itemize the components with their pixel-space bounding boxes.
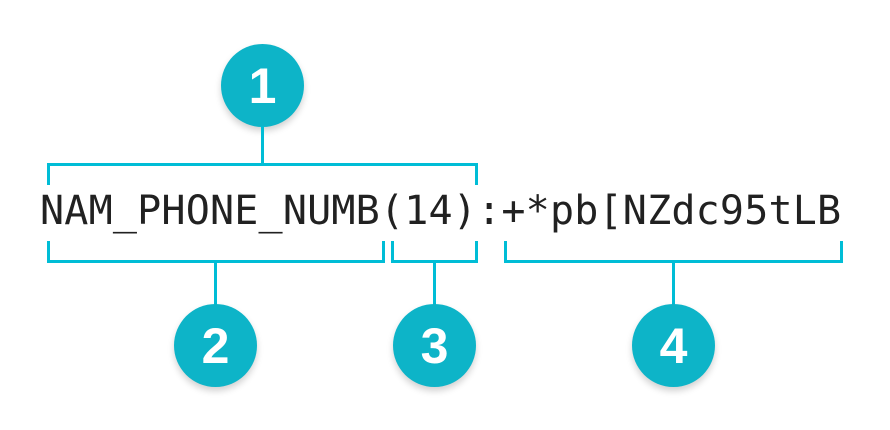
callout-badge-4: 4 <box>632 304 715 387</box>
token-segment-length: (14) <box>379 188 478 234</box>
callout-badge-1: 1 <box>221 44 304 127</box>
connector-line-1 <box>261 126 264 163</box>
connector-line-4 <box>672 263 675 305</box>
connector-line-2 <box>214 263 217 305</box>
bracket-full-prefix <box>47 163 478 185</box>
connector-line-3 <box>433 263 436 305</box>
callout-number-2: 2 <box>201 317 230 374</box>
callout-number-3: 3 <box>420 317 449 374</box>
bracket-infotype <box>47 241 385 263</box>
callout-badge-2: 2 <box>174 304 257 387</box>
callout-badge-3: 3 <box>393 304 476 387</box>
token-segment-value: +*pb[NZdc95tLB <box>501 188 842 234</box>
callout-number-1: 1 <box>248 57 277 114</box>
token-segment-separator: : <box>477 188 502 234</box>
token-string: NAM_PHONE_NUMB(14):+*pb[NZdc95tLB <box>40 191 841 231</box>
callout-number-4: 4 <box>659 317 688 374</box>
bracket-length <box>391 241 478 263</box>
bracket-value <box>504 241 843 263</box>
token-segment-infotype: NAM_PHONE_NUMB <box>40 188 380 234</box>
